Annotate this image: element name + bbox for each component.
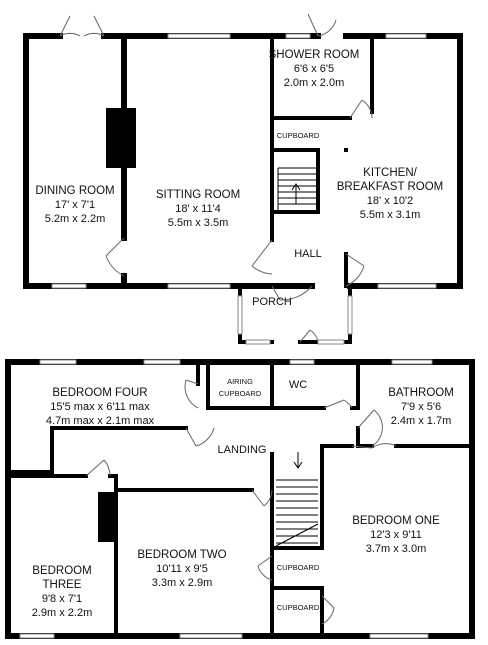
bedroom-three-name-line1: BEDROOM xyxy=(32,565,91,577)
door-back xyxy=(307,13,337,37)
door-bedroom-two xyxy=(251,489,273,507)
bathroom-imperial: 7'9 x 5'6 xyxy=(401,401,441,413)
wall-bedroom-three xyxy=(6,474,118,638)
bedroom-four-imperial: 15'5 max x 6'11 max xyxy=(50,401,150,413)
door-wc xyxy=(323,399,353,409)
window-bedroom-three xyxy=(19,633,55,639)
window-dining-bottom xyxy=(51,283,87,289)
cupboard-lower-label: CUPBOARD xyxy=(277,603,320,612)
door-porch-front xyxy=(299,329,319,343)
door-sitting-hall xyxy=(251,239,273,275)
door-dining-sitting xyxy=(105,237,125,277)
first-floor: BEDROOM FOUR 15'5 max x 6'11 max 4.7m ma… xyxy=(5,359,475,639)
bedroom-four-metric: 4.7m max x 2.1m max xyxy=(46,415,155,427)
staircase-first xyxy=(275,452,319,547)
cupboard-upper-label: CUPBOARD xyxy=(277,563,320,572)
bedroom-one-imperial: 12'3 x 9'11 xyxy=(370,529,422,541)
porch-window-bottom xyxy=(245,339,271,345)
window-bedroom-two xyxy=(179,633,243,639)
door-kitchen xyxy=(345,253,365,287)
landing-label: LANDING xyxy=(218,444,267,456)
door-dining-french-right xyxy=(83,15,105,37)
window-bedroom-four-2 xyxy=(143,359,181,365)
door-porch-hall xyxy=(271,285,313,301)
first-outer-wall xyxy=(5,359,475,639)
kitchen-name-line1: KITCHEN/ xyxy=(363,167,417,179)
wc-label: WC xyxy=(289,379,307,391)
sitting-room-name: SITTING ROOM xyxy=(156,189,240,201)
wall-airing-cupboard xyxy=(206,360,274,410)
dining-room-name: DINING ROOM xyxy=(35,185,114,197)
window-wc xyxy=(289,359,315,365)
bedroom-one-metric: 3.7m x 3.0m xyxy=(366,543,427,555)
window-bathroom xyxy=(391,359,433,365)
door-bedroom-four xyxy=(185,427,215,447)
window-shower-top xyxy=(285,33,311,39)
shower-room-name: SHOWER ROOM xyxy=(269,49,360,61)
door-shower xyxy=(349,99,373,119)
dining-room-imperial: 17' x 7'1 xyxy=(55,199,95,211)
window-sitting-top xyxy=(167,33,231,39)
airing-cupboard-line1: AIRING xyxy=(227,377,253,386)
sitting-room-metric: 5.5m x 3.5m xyxy=(168,217,229,229)
bedroom-one-name: BEDROOM ONE xyxy=(352,515,440,527)
chimney-breast xyxy=(106,108,136,168)
window-kitchen-top xyxy=(385,33,427,39)
sitting-room-imperial: 18' x 11'4 xyxy=(175,203,221,215)
door-bathroom xyxy=(357,409,383,447)
wall-bedroom-four xyxy=(6,426,188,474)
door-bedroom-three xyxy=(85,459,111,477)
door-dining-french-left xyxy=(59,15,81,37)
door-cupboard-upper xyxy=(257,555,273,581)
window-bedroom-four-1 xyxy=(39,359,77,365)
hall-label: HALL xyxy=(294,248,322,260)
kitchen-name-line2: BREAKFAST ROOM xyxy=(337,181,444,193)
window-bedroom-one xyxy=(369,633,429,639)
ground-outer-wall xyxy=(23,33,463,289)
window-kitchen-bottom xyxy=(377,283,437,289)
porch-window-bottom-right xyxy=(317,339,345,345)
chimney-breast-first xyxy=(98,492,114,542)
staircase-ground xyxy=(277,167,316,210)
porch-window-left xyxy=(237,295,243,335)
door-bedroom-one xyxy=(351,443,397,449)
porch-window-right xyxy=(347,295,353,335)
door-airing xyxy=(184,379,199,409)
ground-floor: DINING ROOM 17' x 7'1 5.2m x 2.2m SITTIN… xyxy=(23,13,463,345)
bedroom-three-name-line2: THREE xyxy=(43,579,82,591)
shower-room-imperial: 6'6 x 6'5 xyxy=(294,63,334,75)
porch-wall xyxy=(238,284,352,344)
bathroom-name: BATHROOM xyxy=(388,387,454,399)
dining-room-metric: 5.2m x 2.2m xyxy=(45,213,106,225)
bedroom-three-metric: 2.9m x 2.2m xyxy=(32,607,93,619)
bedroom-three-imperial: 9'8 x 7'1 xyxy=(42,593,82,605)
cupboard-ground-label: CUPBOARD xyxy=(277,131,320,140)
kitchen-imperial: 18' x 10'2 xyxy=(367,195,413,207)
kitchen-metric: 5.5m x 3.1m xyxy=(360,209,421,221)
wall-cupboards xyxy=(270,546,324,638)
bedroom-two-name: BEDROOM TWO xyxy=(137,549,226,561)
bedroom-two-imperial: 10'11 x 9'5 xyxy=(156,563,208,575)
bedroom-two-metric: 3.3m x 2.9m xyxy=(152,577,213,589)
airing-cupboard-line2: CUPBOARD xyxy=(219,389,262,398)
bedroom-four-name: BEDROOM FOUR xyxy=(52,387,147,399)
door-cupboard-lower xyxy=(321,595,335,625)
bathroom-metric: 2.4m x 1.7m xyxy=(391,415,452,427)
wall-bathroom xyxy=(356,360,474,448)
porch-label: PORCH xyxy=(252,296,292,308)
shower-room-metric: 2.0m x 2.0m xyxy=(284,77,345,89)
window-sitting-bottom xyxy=(167,283,231,289)
